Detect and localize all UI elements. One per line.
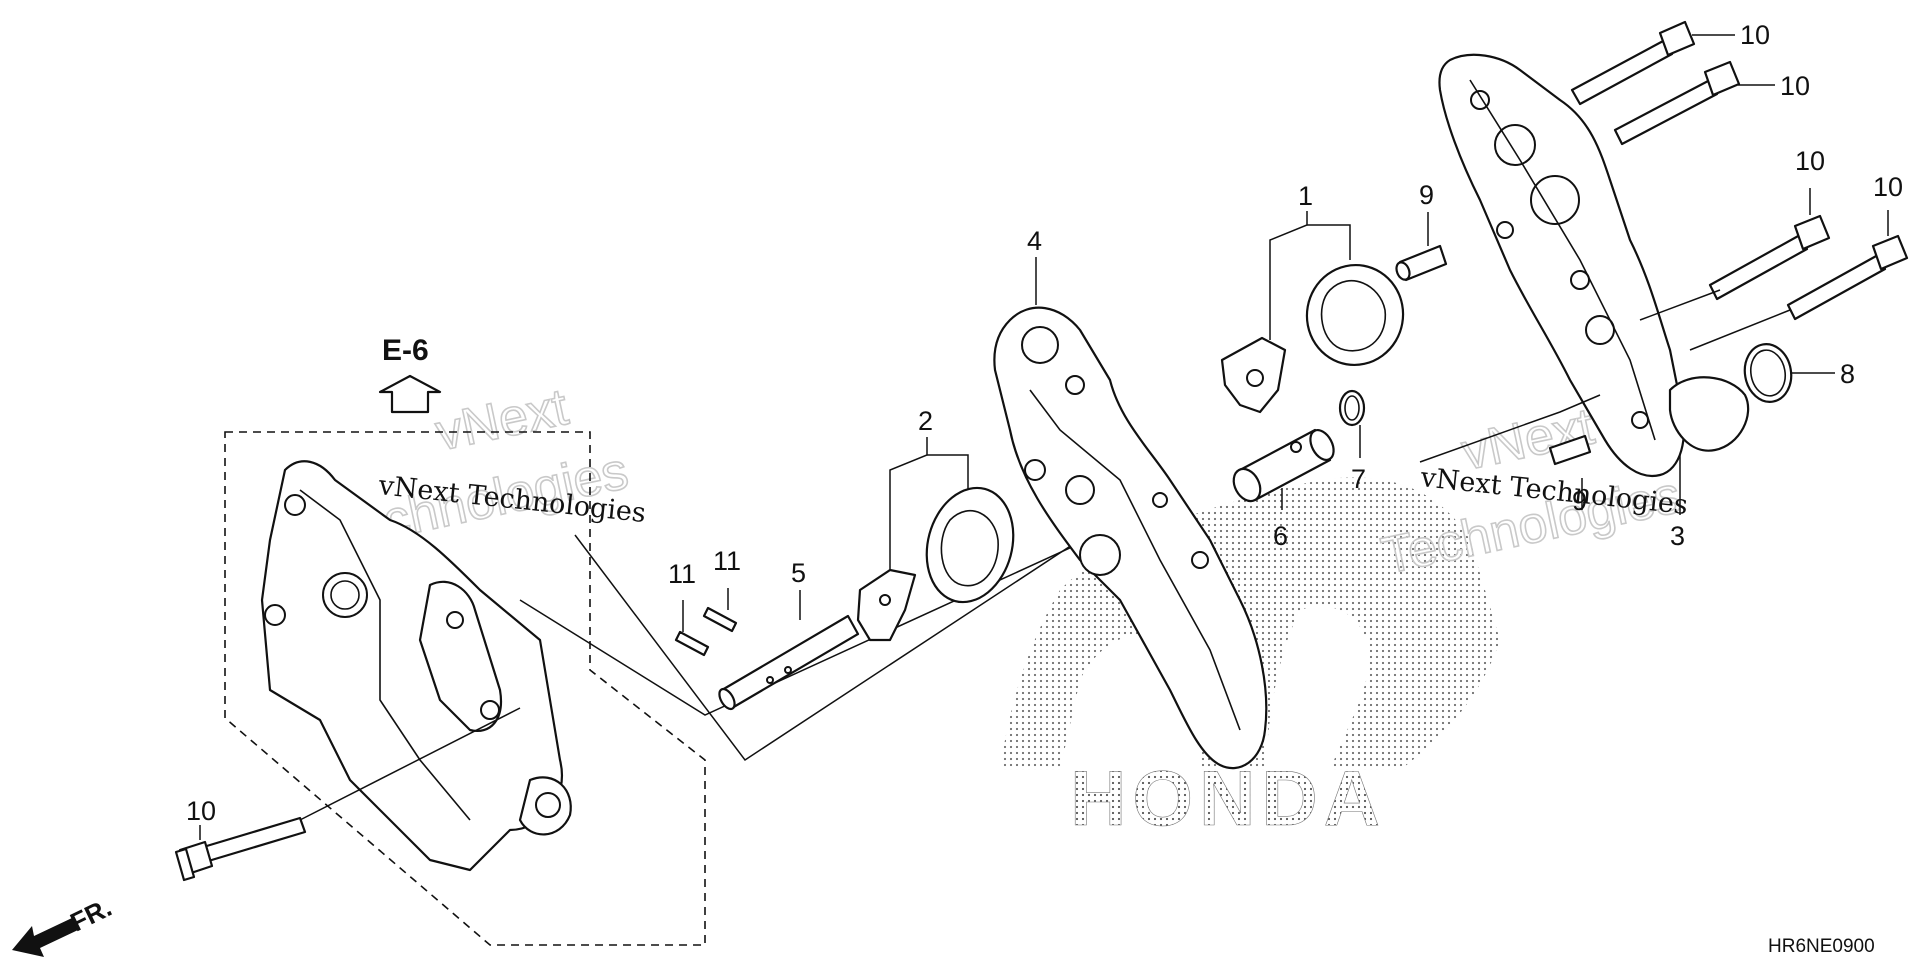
pin-11-b: [702, 606, 738, 633]
watermark-line1-left: vNext: [431, 378, 574, 462]
callout-9-lower: 9: [1572, 486, 1587, 516]
bolt-10-top-2: [1613, 60, 1741, 146]
callout-10-bottom-left: 10: [186, 796, 216, 826]
callout-9-upper: 9: [1419, 180, 1434, 210]
pump-body-3: [1438, 53, 1750, 478]
reference-frame: [224, 431, 706, 946]
callout-10-right-1: 10: [1795, 146, 1825, 176]
assembly-line-right-2: [1689, 309, 1791, 351]
rotor-set-2: [856, 486, 1015, 642]
dowel-9-upper: [1395, 244, 1448, 282]
dowel-9-lower: [1548, 434, 1592, 466]
up-arrow-icon: [378, 374, 442, 414]
shaft-6: [1232, 428, 1335, 503]
honda-logo-lettering: HONDA: [1070, 754, 1386, 842]
callout-11-a: 11: [668, 559, 696, 589]
callout-8: 8: [1840, 359, 1855, 389]
assembly-line-2: [574, 519, 1111, 762]
plate-4: [993, 306, 1268, 770]
reference-label: E-6: [382, 334, 429, 367]
callout-10-right-2: 10: [1873, 172, 1903, 202]
shaft-5: [718, 614, 860, 711]
callout-11-b: 11: [713, 546, 741, 576]
rotor-set-1: [1220, 263, 1405, 414]
callout-10-top-1: 10: [1740, 20, 1770, 50]
bolt-10-bottom-left: [174, 816, 307, 882]
leader-lines: [199, 34, 1889, 840]
reference-arrow: E-6: [378, 334, 442, 414]
callout-10-top-2: 10: [1780, 71, 1810, 101]
front-direction-indicator: FR.: [12, 892, 116, 957]
front-arrow-icon: [12, 918, 78, 957]
bolt-10-right-2: [1786, 234, 1909, 321]
callout-4: 4: [1027, 226, 1042, 256]
o-ring-7: [1338, 389, 1366, 427]
assembly-line-right-3: [1419, 394, 1601, 463]
bolt-10-right-1: [1708, 214, 1831, 301]
assembly-line-right-1: [1639, 289, 1721, 321]
callout-5: 5: [791, 558, 806, 588]
cover-assembly: [260, 460, 572, 872]
callout-7: 7: [1351, 464, 1366, 494]
callout-1: 1: [1298, 181, 1313, 211]
callout-3: 3: [1670, 521, 1685, 551]
callouts: 1 2 3 4 5 6 7 8 9 9 10 10 10 10 10 11 11: [186, 20, 1903, 826]
callout-6: 6: [1273, 521, 1288, 551]
bolt-10-top-1: [1570, 20, 1696, 106]
assembly-line-bolt: [299, 707, 521, 821]
diagram-code: HR6NE0900: [1768, 936, 1875, 957]
pin-11-a: [674, 630, 710, 657]
callout-2: 2: [918, 406, 933, 436]
